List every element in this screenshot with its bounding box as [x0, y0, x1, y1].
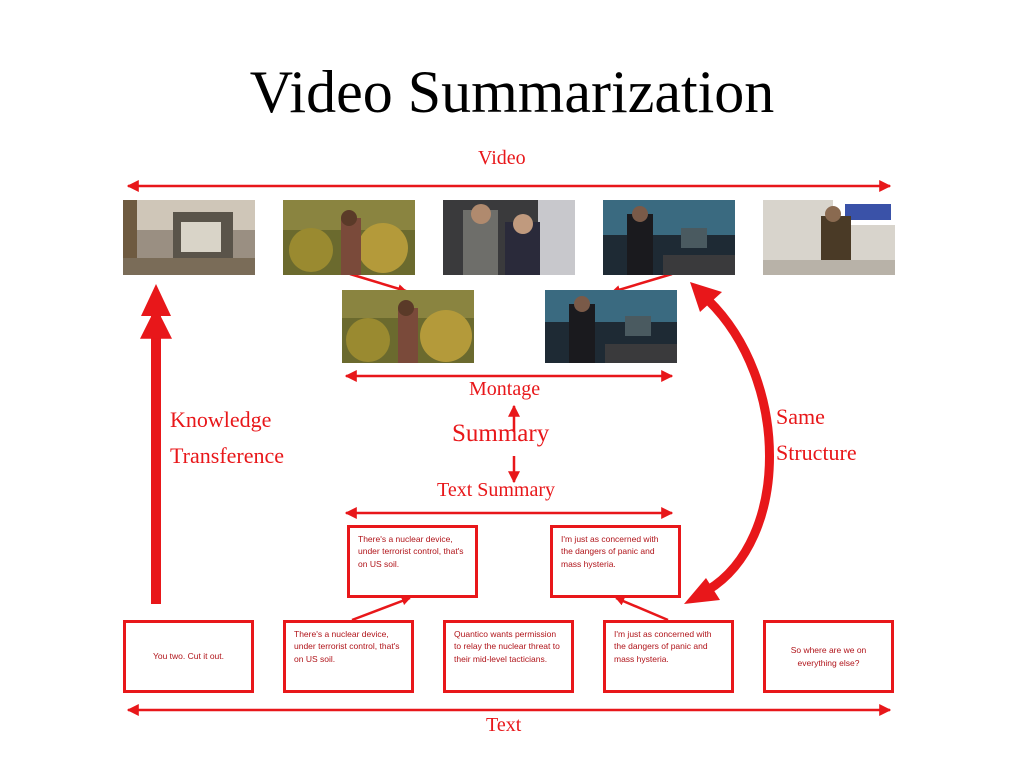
same-structure-arrowhead-top	[690, 282, 722, 312]
label-text: Text	[486, 714, 522, 736]
video-frame-4	[603, 200, 735, 275]
video-frame-1	[123, 200, 255, 275]
slide-title: Video Summarization	[249, 59, 775, 125]
same-structure-arrow	[704, 296, 774, 594]
frame-select-arrow-2	[611, 272, 673, 294]
montage-frame-2	[545, 290, 677, 363]
label-knowledge: Knowledge	[170, 407, 272, 432]
label-text-summary: Text Summary	[437, 479, 556, 501]
text-box-1: You two. Cut it out.	[123, 620, 254, 693]
text-box-4: I'm just as concerned with the dangers o…	[603, 620, 734, 693]
summary-text-box-2: I'm just as concerned with the dangers o…	[550, 525, 681, 598]
frame-select-arrow-1	[349, 272, 407, 293]
label-summary: Summary	[452, 420, 550, 447]
text-select-arrow-1	[351, 596, 411, 622]
video-frame-3	[443, 200, 575, 275]
montage-frame-1	[342, 290, 474, 363]
summary-text-box-1: There's a nuclear device, under terroris…	[347, 525, 478, 598]
label-montage: Montage	[469, 378, 541, 400]
video-frame-2	[283, 200, 415, 275]
label-video: Video	[478, 147, 526, 169]
video-frame-5	[763, 200, 895, 275]
label-structure: Structure	[776, 440, 857, 465]
text-box-2: There's a nuclear device, under terroris…	[283, 620, 414, 693]
text-select-arrow-2	[615, 596, 669, 622]
label-same: Same	[776, 404, 825, 429]
same-structure-arrowhead-bottom	[684, 578, 720, 604]
text-box-3: Quantico wants permission to relay the n…	[443, 620, 574, 693]
label-transference: Transference	[170, 443, 285, 468]
knowledge-transference-arrowhead	[141, 284, 171, 316]
text-box-5: So where are we on everything else?	[763, 620, 894, 693]
